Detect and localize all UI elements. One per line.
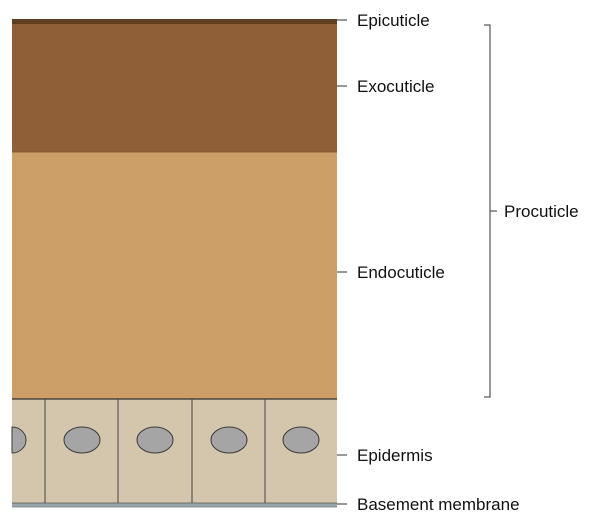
exocuticle-layer: [12, 24, 337, 152]
procuticle-label: Procuticle: [504, 202, 579, 221]
cell-nucleus: [137, 427, 173, 453]
epidermis-label: Epidermis: [357, 446, 433, 465]
epidermis-layer: [12, 399, 337, 503]
layer-labels: Epicuticle Exocuticle Endocuticle Epider…: [357, 11, 520, 514]
cell-nucleus: [283, 427, 319, 453]
label-ticks: [337, 20, 347, 504]
cell-nucleus: [211, 427, 247, 453]
procuticle-bracket: Procuticle: [484, 25, 579, 397]
bracket-line: [484, 25, 490, 397]
epicuticle-layer: [12, 19, 337, 24]
endocuticle-layer: [12, 152, 337, 399]
endocuticle-label: Endocuticle: [357, 263, 445, 282]
basement-membrane-label: Basement membrane: [357, 495, 520, 514]
epicuticle-label: Epicuticle: [357, 11, 430, 30]
exocuticle-label: Exocuticle: [357, 77, 434, 96]
basement-membrane-layer: [12, 503, 337, 507]
cell-nucleus: [64, 427, 100, 453]
